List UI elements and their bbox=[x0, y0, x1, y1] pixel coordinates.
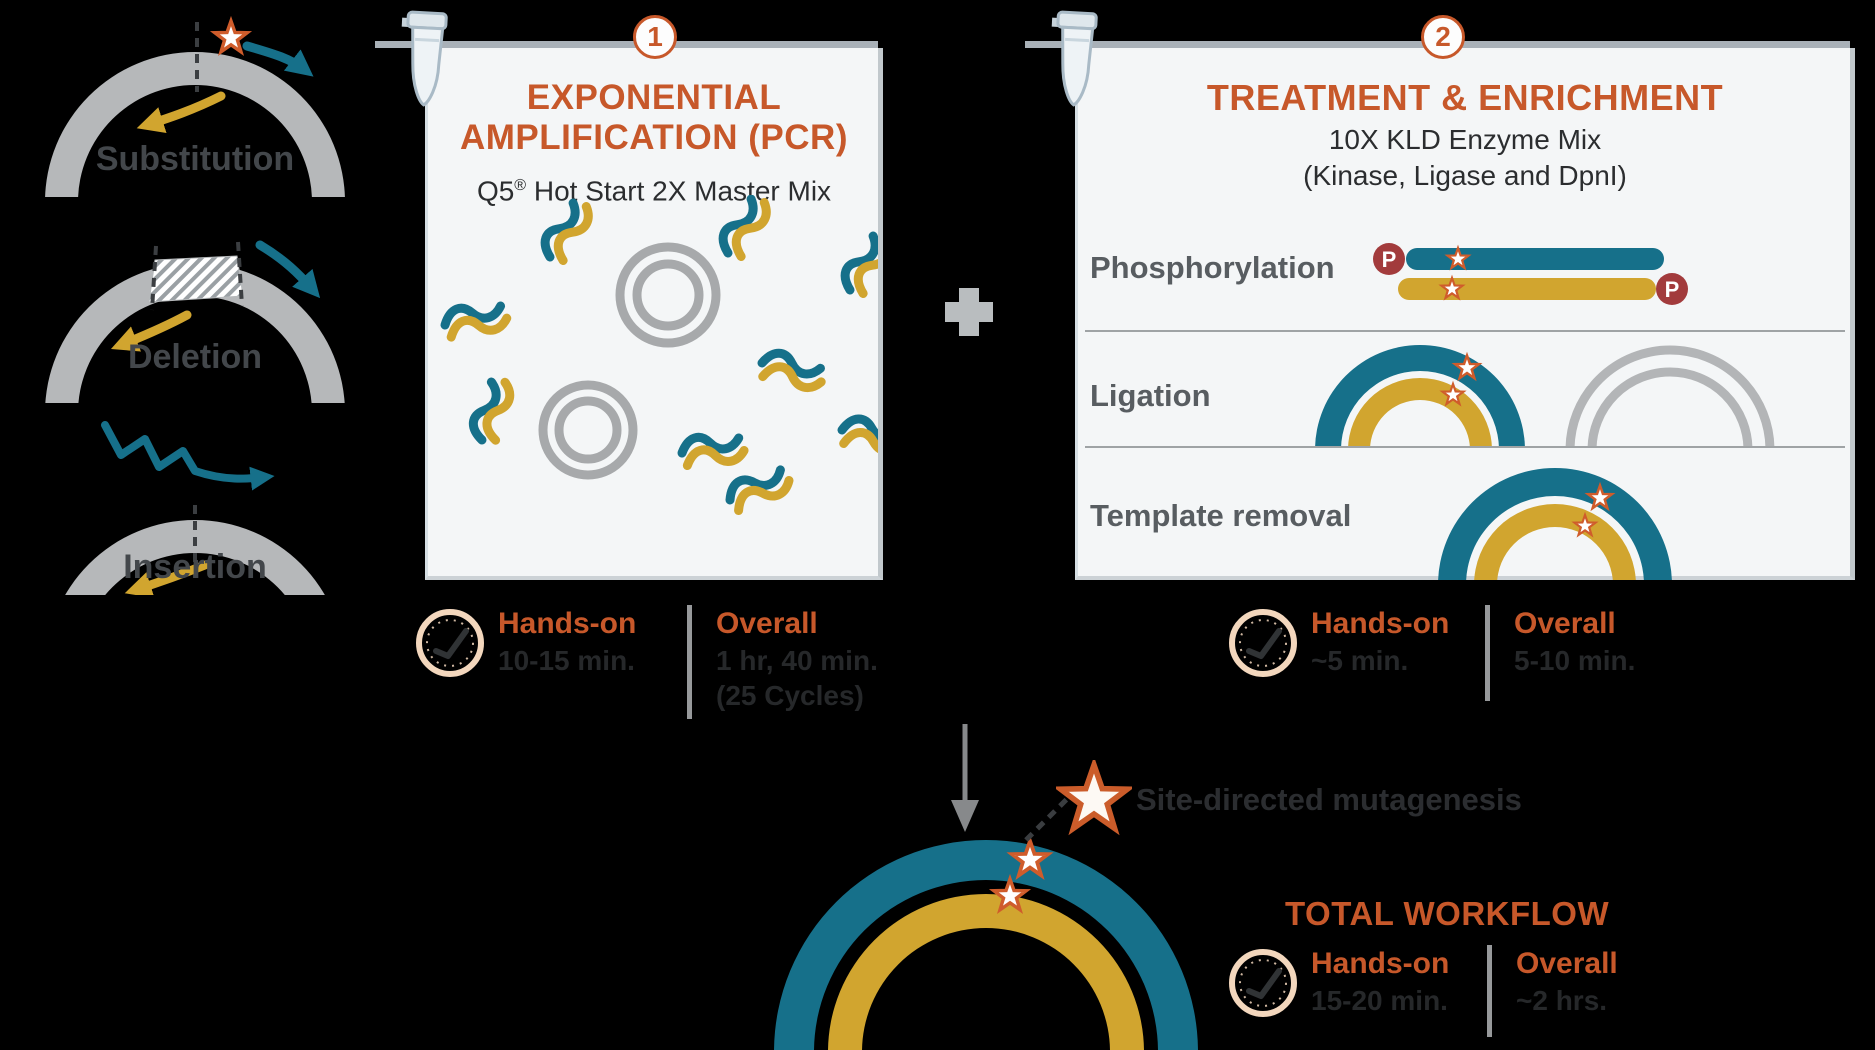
svg-text:P: P bbox=[1382, 247, 1397, 272]
phosphorylation-label: Phosphorylation bbox=[1090, 250, 1335, 285]
ligation-illustration bbox=[1315, 345, 1775, 448]
overall-value: ~2 hrs. bbox=[1516, 985, 1608, 1016]
total-workflow-time-info: Hands-on 15-20 min. Overall ~2 hrs. bbox=[1225, 945, 1618, 1037]
panel2-title: TREATMENT & ENRICHMENT bbox=[1206, 77, 1724, 118]
hands-on-value: 10-15 min. bbox=[498, 645, 635, 676]
star-callout-dash bbox=[1024, 790, 1076, 842]
substitution-plasmid-figure bbox=[45, 19, 345, 197]
deletion-plasmid-figure bbox=[45, 240, 345, 403]
panel-treatment-enrichment bbox=[1025, 41, 1855, 580]
plasmid-gold-strand bbox=[828, 894, 1144, 1050]
down-arrow-icon bbox=[951, 724, 979, 832]
template-plasmid-icon bbox=[615, 242, 721, 348]
reverse-primer-arrow-icon bbox=[136, 91, 226, 133]
insert-sequence-arrow-icon bbox=[101, 421, 275, 491]
template-plasmid-icon bbox=[538, 380, 638, 480]
reverse-primer-arrow-icon bbox=[124, 560, 210, 595]
hands-on-value: ~5 min. bbox=[1311, 645, 1409, 676]
substitution-label: Substitution bbox=[95, 140, 295, 178]
total-workflow-title: TOTAL WORKFLOW bbox=[1285, 895, 1610, 932]
deleted-region-hatch bbox=[148, 255, 244, 303]
clock-icon bbox=[1225, 605, 1301, 681]
panel1-time-info: Hands-on 10-15 min. Overall 1 hr, 40 min… bbox=[412, 605, 878, 719]
time-divider bbox=[1487, 945, 1492, 1037]
mutated-plasmid-illustration bbox=[774, 839, 1198, 1050]
insertion-label: Insertion bbox=[123, 548, 267, 586]
site-mutation-star-icon bbox=[1056, 760, 1132, 836]
panel1-title: EXPONENTIAL AMPLIFICATION (PCR) bbox=[460, 78, 848, 157]
overall-value: 1 hr, 40 min. bbox=[716, 645, 878, 676]
insertion-plasmid-figure bbox=[65, 421, 325, 595]
panel1-subtitle: Q5® Hot Start 2X Master Mix bbox=[476, 175, 832, 207]
phosphate-badge bbox=[1656, 273, 1688, 305]
plus-icon bbox=[945, 288, 993, 336]
plasmid-teal-strand bbox=[774, 840, 1198, 1050]
overall-value: 5-10 min. bbox=[1514, 645, 1636, 676]
clock-icon bbox=[412, 605, 488, 681]
panel-top-bar bbox=[375, 41, 878, 48]
pcr-products-illustration bbox=[430, 195, 878, 575]
template-removal-illustration bbox=[1438, 468, 1672, 580]
phosphorylated-strands-illustration: P P bbox=[1373, 243, 1688, 305]
reverse-primer-arrow-icon bbox=[110, 310, 192, 352]
panel2-subtitle: 10X KLD Enzyme Mix (Kinase, Ligase and D… bbox=[1303, 124, 1627, 191]
step-1-badge: 1 bbox=[633, 15, 677, 59]
phosphate-badge bbox=[1373, 243, 1405, 275]
svg-text:P: P bbox=[1665, 277, 1680, 302]
time-divider bbox=[687, 605, 692, 719]
hands-on-label: Hands-on bbox=[498, 607, 637, 640]
result-caption: Site-directed mutagenesis bbox=[1136, 782, 1522, 817]
forward-primer-arrow-icon bbox=[255, 240, 321, 299]
teal-strand bbox=[1406, 248, 1664, 270]
forward-primer-arrow-icon bbox=[242, 41, 314, 77]
clock-icon bbox=[1225, 945, 1301, 1021]
overall-note: (25 Cycles) bbox=[716, 680, 864, 711]
hands-on-label: Hands-on bbox=[1311, 607, 1450, 640]
hands-on-value: 15-20 min. bbox=[1311, 985, 1448, 1016]
overall-label: Overall bbox=[1516, 947, 1618, 980]
row-divider bbox=[1085, 330, 1845, 332]
panel2-time-info: Hands-on ~5 min. Overall 5-10 min. bbox=[1225, 605, 1635, 701]
overall-label: Overall bbox=[1514, 607, 1616, 640]
step-2-badge: 2 bbox=[1421, 15, 1465, 59]
overall-label: Overall bbox=[716, 607, 818, 640]
mutation-star-icon bbox=[213, 19, 249, 54]
deletion-label: Deletion bbox=[127, 338, 263, 376]
panel-exponential-amplification bbox=[375, 41, 883, 580]
time-divider bbox=[1485, 605, 1490, 701]
hands-on-label: Hands-on bbox=[1311, 947, 1450, 980]
ligation-label: Ligation bbox=[1090, 378, 1211, 413]
gold-strand bbox=[1398, 278, 1656, 300]
template-removal-label: Template removal bbox=[1090, 498, 1352, 533]
template-plasmid-gray-arc bbox=[1565, 345, 1775, 448]
row-divider bbox=[1085, 446, 1845, 448]
